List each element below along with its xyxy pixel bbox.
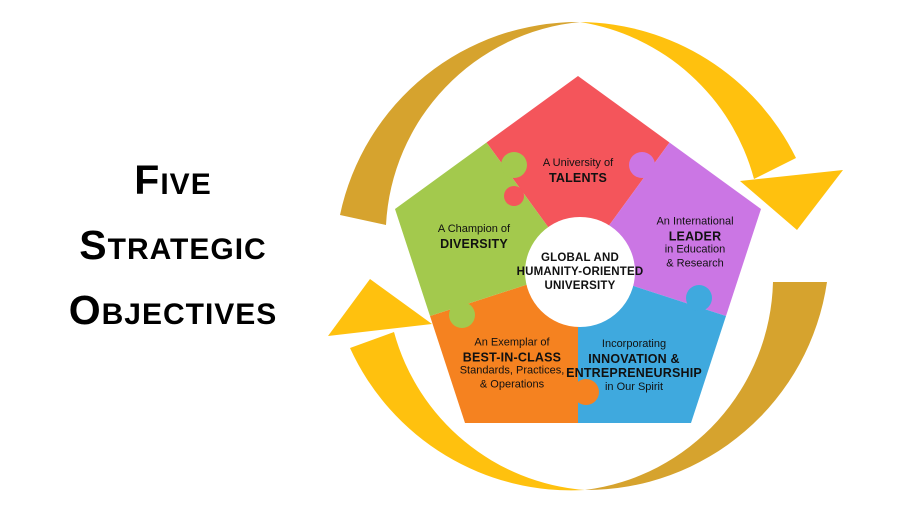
center-circle [525,217,635,327]
title-line-1: FIVE [134,157,212,203]
cycle-arrow-bottom-tail-arc [585,282,827,491]
cycle-arrow-top-head-arc [580,22,796,179]
label-leader: An International LEADER in Education & R… [656,215,734,270]
knob-leader-into-talents [629,152,655,178]
piece-talents [486,76,670,268]
label-diversity: A Champion of DIVERSITY [437,223,511,251]
cycle-arrow-bottom-head-arc [350,332,585,491]
cycle-arrow-top-arrowhead [740,170,843,230]
cycle-arrow-bottom-arrowhead [328,279,432,336]
cycle-arrow-top-tail-arc [340,21,580,225]
label-best-in-class: An Exemplar of BEST-IN-CLASS Standards, … [459,336,565,391]
cycle-arrow-bottom [328,279,827,491]
knob-best-in-class-into-innovation [573,379,599,405]
knob-talents-into-diversity [504,186,524,206]
label-talents: A University of TALENTS [542,157,614,185]
label-center-vision: GLOBAL AND HUMANITY-ORIENTED UNIVERSITY [516,252,644,292]
knob-innovation-into-leader [686,285,712,311]
knob-diversity-into-best-in-class [449,302,475,328]
label-innovation: Incorporating INNOVATION & ENTREPRENEURS… [566,338,702,393]
cycle-arrow-top [340,21,843,230]
title-line-3: OBJECTIVES [68,287,278,333]
knob-diversity-into-talents [501,152,527,178]
title-line-2: STRATEGIC [79,222,267,268]
page-title: FIVE STRATEGIC OBJECTIVES [38,148,308,343]
